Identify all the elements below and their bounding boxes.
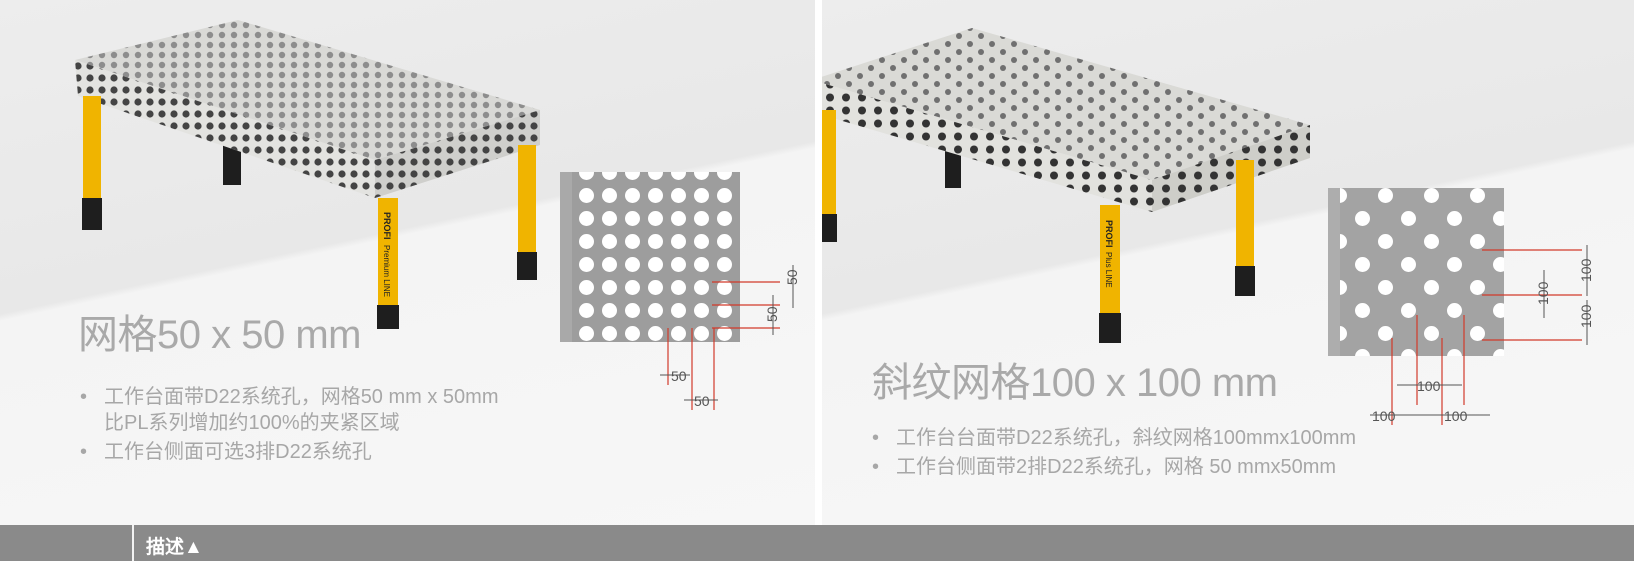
feature-item: 工作台侧面可选3排D22系统孔 <box>78 439 499 465</box>
product-panel-diagonal-grid-100: PROFI Plus LINE 100 100 100 100 100 100 … <box>822 0 1634 525</box>
table-leg <box>83 96 101 200</box>
leg-brand-label: PROFI <box>382 212 392 240</box>
dimension-label: 100 <box>1535 281 1551 305</box>
dimension-label: 50 <box>784 269 800 285</box>
feature-list: 工作台台面带D22系统孔，斜纹网格100mmx100mm 工作台侧面带2排D22… <box>870 425 1356 483</box>
welding-table-illustration-left: PROFI Premium LINE 50 50 50 50 <box>75 20 800 410</box>
table-leg <box>1236 160 1254 270</box>
product-title: 网格50 x 50 mm <box>78 313 361 357</box>
svg-text:Plus LINE: Plus LINE <box>1104 252 1113 288</box>
dimension-label: 100 <box>1417 378 1441 394</box>
feature-list: 工作台面带D22系统孔，网格50 mm x 50mm 比PL系列增加约100%的… <box>78 384 499 468</box>
dimension-label: 50 <box>764 306 780 322</box>
dimension-label: 100 <box>1444 408 1468 424</box>
table-leg-labeled <box>1100 205 1120 317</box>
table-leg <box>822 110 836 218</box>
leg-brand-label: PROFI <box>1104 220 1114 248</box>
footer-separator <box>132 525 134 561</box>
panel-divider <box>815 0 822 525</box>
product-panel-grid-50: PROFI Premium LINE 50 50 50 50 网格50 x 50… <box>0 0 815 525</box>
welding-table-illustration-right: PROFI Plus LINE 100 100 100 100 100 100 <box>822 28 1594 425</box>
table-leg-back <box>945 150 961 188</box>
description-toggle[interactable]: 描述▲ <box>146 537 203 558</box>
product-title: 斜纹网格100 x 100 mm <box>872 361 1278 405</box>
feature-item: 工作台台面带D22系统孔，斜纹网格100mmx100mm <box>870 425 1356 451</box>
dimension-label: 50 <box>671 368 687 384</box>
dimension-label: 50 <box>694 393 710 409</box>
dimension-lines <box>1391 249 1582 425</box>
dimension-label: 100 <box>1578 304 1594 328</box>
table-leg-labeled <box>378 198 398 308</box>
feature-item: 工作台侧面带2排D22系统孔，网格 50 mmx50mm <box>870 454 1356 480</box>
description-bar: 描述▲ <box>0 525 1634 561</box>
svg-text:Premium LINE: Premium LINE <box>382 245 391 297</box>
dimension-label: 100 <box>1578 258 1594 282</box>
feature-item: 工作台面带D22系统孔，网格50 mm x 50mm 比PL系列增加约100%的… <box>78 384 499 436</box>
table-leg <box>518 145 536 255</box>
dimension-lines <box>667 281 780 410</box>
dimension-label: 100 <box>1372 408 1396 424</box>
